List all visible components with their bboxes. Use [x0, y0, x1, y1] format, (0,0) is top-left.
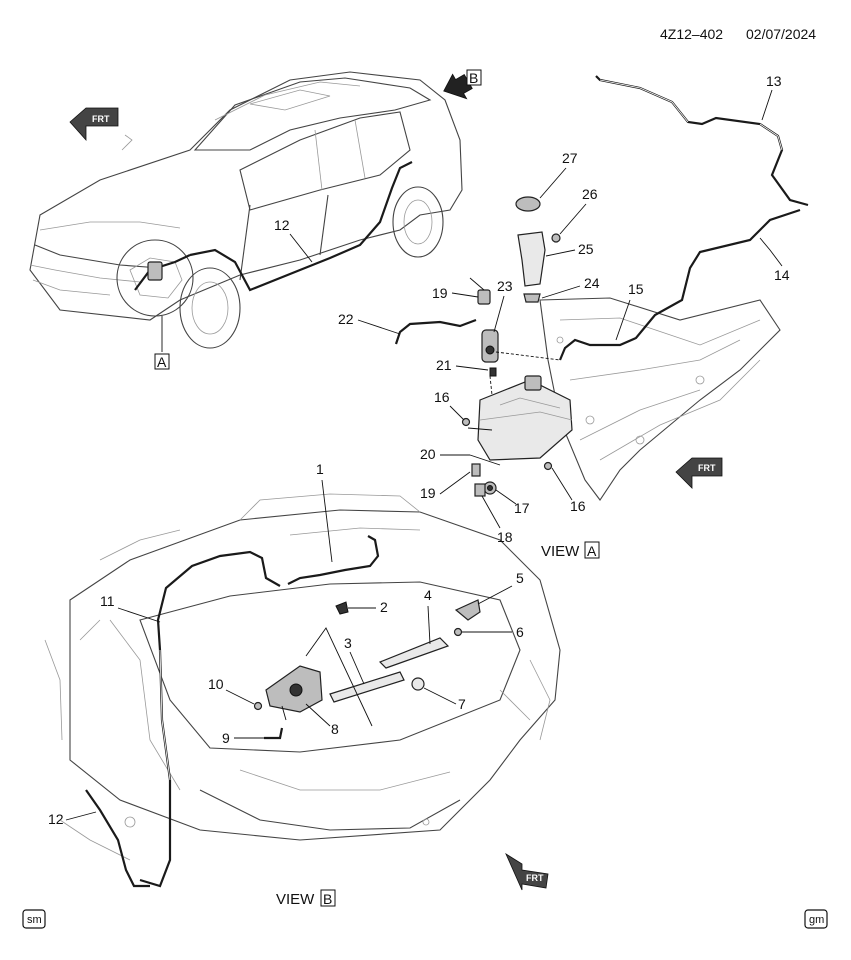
part-label-9: 9 — [222, 730, 230, 746]
rear-washer-hose-12 — [85, 789, 150, 888]
rear-wiper-motor — [265, 665, 323, 721]
sm-badge — [22, 909, 46, 929]
part-label-19-bottom: 19 — [420, 485, 436, 501]
reservoir-grommet-21 — [489, 367, 497, 377]
view-b-label-letter: B — [323, 891, 332, 907]
gm-logo-badge — [804, 909, 828, 929]
pump-connector-19-top — [477, 289, 491, 305]
washer-hose-22 — [394, 318, 477, 345]
front-direction-arrow-top: FRT — [69, 107, 119, 142]
svg-text:FRT: FRT — [698, 463, 716, 473]
filler-cap — [515, 196, 541, 212]
wiper-arm-nut — [453, 627, 463, 637]
rear-washer-hose-lower — [558, 208, 801, 361]
part-label-2: 2 — [380, 599, 388, 615]
part-label-13: 13 — [766, 73, 782, 89]
rear-washer-nozzle — [335, 601, 349, 615]
part-label-26: 26 — [582, 186, 598, 202]
part-label-25: 25 — [578, 241, 594, 257]
wiper-shaft-seal — [411, 677, 425, 691]
part-label-18: 18 — [497, 529, 513, 545]
wiper-motor-bolt — [253, 701, 263, 711]
rear-washer-hose-upper — [595, 75, 809, 207]
part-label-21: 21 — [436, 357, 452, 373]
part-label-27: 27 — [562, 150, 578, 166]
part-label-4: 4 — [424, 587, 432, 603]
view-a-callout-box — [154, 353, 170, 370]
part-label-24: 24 — [584, 275, 600, 291]
vehicle-overview-illustration — [29, 71, 463, 352]
bolt-16-right — [543, 461, 553, 471]
liftgate-washer-hose — [139, 550, 281, 888]
part-label-6: 6 — [516, 624, 524, 640]
view-b-direction-arrow: B — [443, 69, 482, 100]
wiper-arm-cap — [454, 599, 481, 621]
part-label-15: 15 — [628, 281, 644, 297]
svg-text:FRT: FRT — [526, 873, 544, 883]
filler-neck-nut — [551, 233, 561, 243]
diagram-date: 02/07/2024 — [746, 26, 816, 42]
part-label-10: 10 — [208, 676, 224, 692]
view-a-callout-letter: A — [157, 354, 167, 370]
part-label-11: 11 — [100, 593, 115, 609]
wiper-motor-connector-9 — [264, 727, 284, 740]
rear-wiper-arm — [378, 637, 450, 669]
filler-neck — [517, 231, 546, 287]
svg-text:B: B — [469, 70, 478, 86]
part-label-20: 20 — [420, 446, 436, 462]
liftgate-hose-1 — [287, 535, 380, 585]
part-label-17: 17 — [514, 500, 530, 516]
part-label-22: 22 — [338, 311, 354, 327]
front-direction-arrow-right: FRT — [675, 457, 723, 489]
part-label-23: 23 — [497, 278, 513, 294]
part-label-12-rear: 12 — [48, 811, 64, 827]
part-label-12-front: 12 — [274, 217, 290, 233]
part-label-16-right: 16 — [570, 498, 586, 514]
svg-text:FRT: FRT — [92, 114, 110, 124]
bolt-16-left — [461, 417, 471, 427]
part-label-7: 7 — [458, 696, 466, 712]
rear-wiper-blade — [329, 671, 405, 703]
front-direction-arrow-bottom: FRT — [505, 852, 549, 891]
level-sensor-connector-19 — [471, 463, 481, 477]
fluid-level-sensor — [474, 483, 486, 497]
filler-neck-seal — [523, 293, 541, 303]
part-label-8: 8 — [331, 721, 339, 737]
gm-logo-text: gm — [809, 914, 824, 926]
view-a-label: VIEW — [541, 543, 580, 560]
part-label-5: 5 — [516, 570, 524, 586]
view-b-label: VIEW — [276, 891, 315, 908]
part-label-3: 3 — [344, 635, 352, 651]
sm-badge-text: sm — [27, 914, 42, 926]
part-label-16-left: 16 — [434, 389, 450, 405]
part-callouts: 13 14 27 26 25 24 15 23 19 22 21 16 20 1… — [48, 73, 790, 827]
part-label-19-top: 19 — [432, 285, 448, 301]
frame-structure-illustration — [539, 297, 781, 501]
view-a-label-letter: A — [587, 543, 597, 559]
diagram-ref-code: 4Z12–402 — [660, 26, 723, 42]
part-label-14: 14 — [774, 267, 790, 283]
rear-liftgate-illustration — [44, 493, 561, 861]
washer-fluid-reservoir — [467, 375, 573, 461]
part-label-1: 1 — [316, 461, 324, 477]
